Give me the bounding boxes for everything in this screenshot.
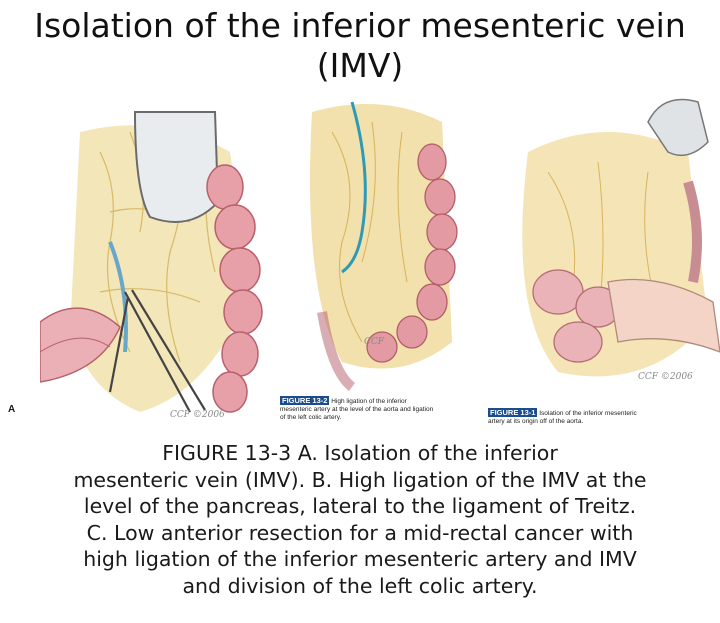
panel-b-caption-line-2: mesenteric artery at the level of the ao…	[280, 406, 434, 413]
caption-line-1: FIGURE 13-3 A. Isolation of the inferior	[162, 441, 558, 465]
caption-line-5: high ligation of the inferior mesenteric…	[83, 547, 637, 571]
title-line-1: Isolation of the inferior mesenteric vei…	[34, 6, 686, 45]
surgical-illustration-a	[40, 92, 280, 427]
illustration-panel-a: CCF ©2006	[40, 92, 280, 427]
caption-line-3: level of the pancreas, lateral to the li…	[83, 494, 637, 518]
figure-caption: FIGURE 13-3 A. Isolation of the inferior…	[40, 440, 680, 599]
surgical-illustration-c	[488, 92, 720, 402]
artist-signature: CCF ©2006	[170, 410, 225, 420]
panel-c-caption-line-1: Isolation of the inferior mesenteric	[539, 410, 637, 417]
panel-c-caption: FIGURE 13-1 Isolation of the inferior me…	[488, 408, 708, 426]
surgical-illustration-b	[282, 92, 482, 392]
figure-13-2-tag: FIGURE 13-2	[280, 396, 330, 405]
caption-line-2: mesenteric vein (IMV). B. High ligation …	[73, 467, 647, 492]
illustration-panel-b: CCF	[282, 92, 482, 392]
title-line-2: (IMV)	[316, 46, 404, 85]
page-title: Isolation of the inferior mesenteric vei…	[0, 6, 720, 86]
panel-b-caption: FIGURE 13-2 High ligation of the inferio…	[280, 396, 490, 422]
panel-b-caption-line-3: of the left colic artery.	[280, 414, 342, 421]
panel-b-caption-line-1: High ligation of the inferior	[331, 398, 407, 405]
figure-illustrations: CCF ©2006 CCF FIGUR	[0, 92, 720, 432]
panel-c-watermark: CCF ©2006	[638, 372, 693, 382]
panel-a-label: A	[8, 404, 16, 415]
caption-line-4: C. Low anterior resection for a mid-rect…	[86, 520, 634, 545]
panel-c-caption-line-2: artery at its origin off of the aorta.	[488, 418, 584, 425]
caption-line-6: and division of the left colic artery.	[182, 573, 538, 598]
panel-b-watermark: CCF	[364, 337, 385, 347]
figure-13-1-tag: FIGURE 13-1	[488, 408, 538, 417]
illustration-panel-c: CCF ©2006	[488, 92, 720, 402]
